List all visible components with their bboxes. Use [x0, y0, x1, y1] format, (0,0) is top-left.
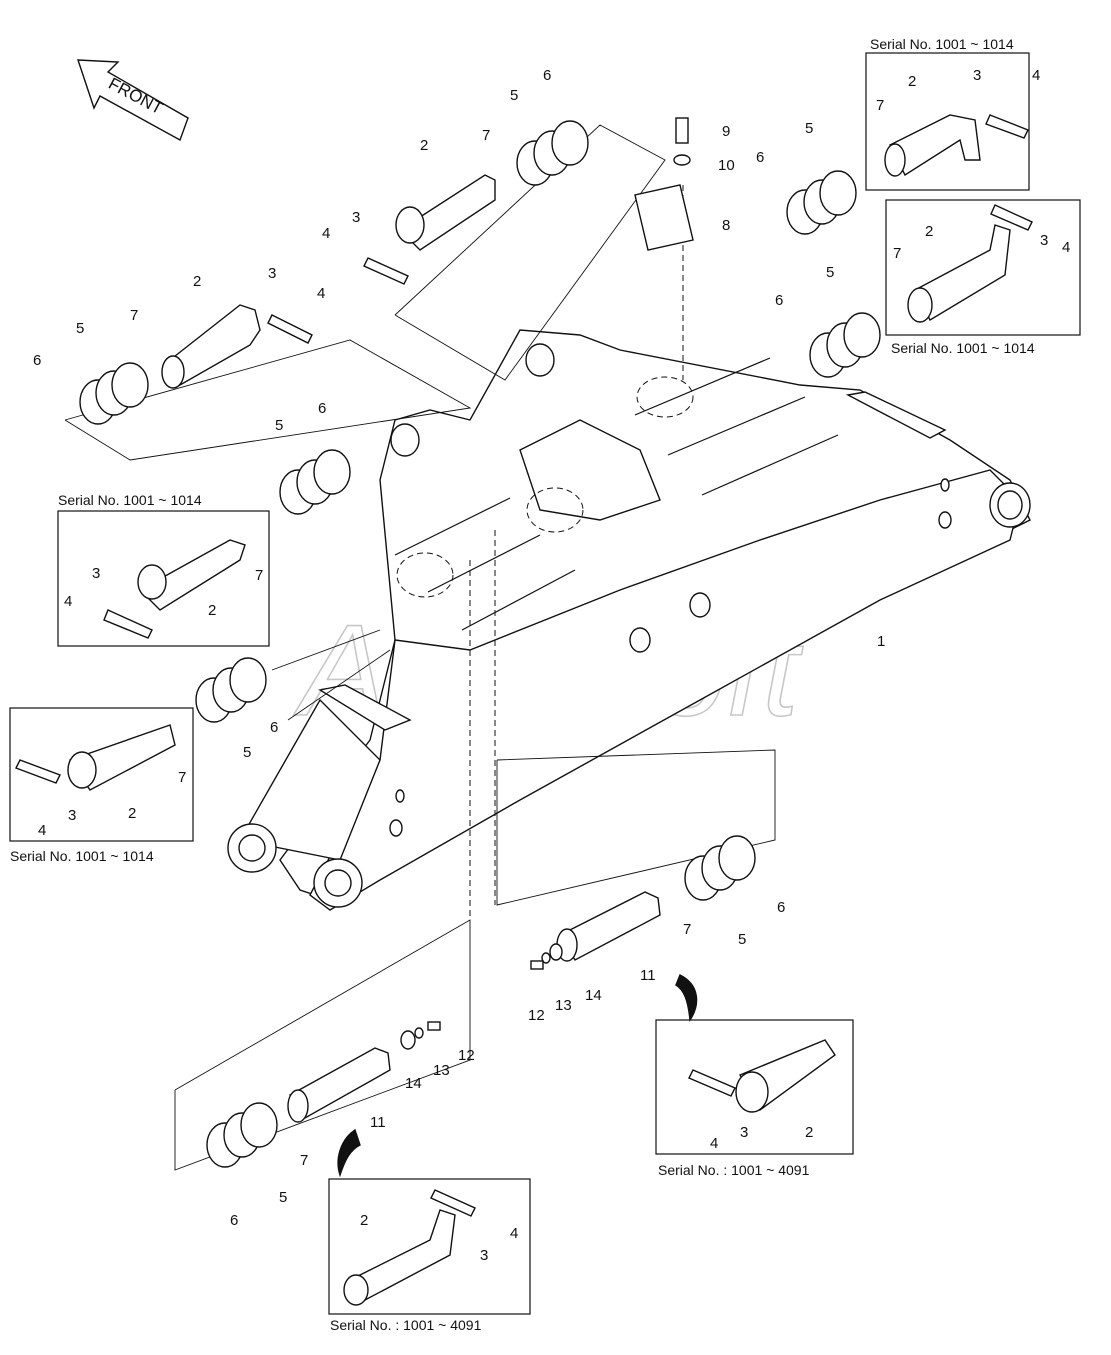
svg-text:14: 14 [405, 1075, 422, 1092]
svg-text:3: 3 [92, 565, 100, 582]
svg-text:3: 3 [740, 1124, 748, 1141]
svg-text:Serial No. 1001 ~ 1014: Serial No. 1001 ~ 1014 [58, 492, 202, 508]
pin-assembly-bottom-right: 11 12 13 14 7 5 6 [528, 835, 785, 1024]
part-label-1: 1 [877, 633, 885, 650]
svg-text:3: 3 [973, 67, 981, 84]
svg-text:2: 2 [360, 1212, 368, 1229]
svg-text:2: 2 [208, 602, 216, 619]
svg-text:7: 7 [300, 1152, 308, 1169]
svg-text:7: 7 [876, 97, 884, 114]
pin-assembly-upper-center: 2 3 4 5 6 7 [322, 67, 589, 285]
svg-text:14: 14 [585, 987, 602, 1004]
serial-box-left-middle: Serial No. 1001 ~ 1014 2 3 4 7 [57, 492, 270, 647]
svg-text:6: 6 [756, 149, 764, 166]
svg-text:2: 2 [805, 1124, 813, 1141]
svg-text:3: 3 [352, 209, 360, 226]
svg-text:5: 5 [275, 417, 283, 434]
svg-text:11: 11 [640, 967, 656, 984]
svg-text:13: 13 [433, 1062, 450, 1079]
svg-text:5: 5 [279, 1189, 287, 1206]
plate-and-bolt: 9 10 8 [634, 117, 735, 251]
svg-text:7: 7 [130, 307, 138, 324]
svg-text:12: 12 [528, 1007, 545, 1024]
svg-text:2: 2 [128, 805, 136, 822]
svg-text:2: 2 [908, 73, 916, 90]
serial-box-bottom-right: Serial No. : 1001 ~ 4091 2 3 4 [655, 1019, 854, 1178]
svg-text:6: 6 [318, 400, 326, 417]
projection-lines [64, 124, 776, 1171]
svg-text:5: 5 [805, 120, 813, 137]
svg-text:3: 3 [68, 807, 76, 824]
svg-text:6: 6 [543, 67, 551, 84]
svg-text:Serial No. 1001 ~ 1014: Serial No. 1001 ~ 1014 [870, 36, 1014, 52]
rings-middle-left: 5 6 5 6 [195, 400, 351, 761]
svg-text:4: 4 [1062, 239, 1070, 256]
arm-frame [227, 185, 1031, 920]
svg-text:13: 13 [555, 997, 572, 1014]
svg-text:3: 3 [480, 1247, 488, 1264]
svg-text:5: 5 [510, 87, 518, 104]
svg-text:6: 6 [33, 352, 41, 369]
svg-text:6: 6 [230, 1212, 238, 1229]
svg-text:8: 8 [722, 217, 730, 234]
svg-text:4: 4 [1032, 67, 1040, 84]
serial-box-top-right: Serial No. 1001 ~ 1014 2 3 4 7 [865, 36, 1040, 191]
svg-text:7: 7 [893, 245, 901, 262]
svg-text:3: 3 [268, 265, 276, 282]
svg-text:11: 11 [370, 1114, 386, 1131]
svg-text:7: 7 [482, 127, 490, 144]
svg-text:4: 4 [38, 822, 46, 839]
svg-text:5: 5 [826, 264, 834, 281]
svg-text:2: 2 [925, 223, 933, 240]
svg-text:12: 12 [458, 1047, 475, 1064]
svg-text:6: 6 [775, 292, 783, 309]
serial-box-bottom-center: Serial No. : 1001 ~ 4091 2 3 4 [328, 1178, 531, 1333]
svg-text:Serial No. 1001 ~ 1014: Serial No. 1001 ~ 1014 [10, 848, 154, 864]
svg-text:9: 9 [722, 123, 730, 140]
svg-text:6: 6 [777, 899, 785, 916]
svg-text:Serial No. 1001 ~ 1014: Serial No. 1001 ~ 1014 [891, 340, 1035, 356]
pin-assembly-upper-left: 2 3 4 5 6 7 [33, 265, 325, 425]
svg-text:5: 5 [76, 320, 84, 337]
svg-text:2: 2 [420, 137, 428, 154]
svg-text:10: 10 [718, 157, 735, 174]
svg-text:5: 5 [738, 931, 746, 948]
svg-text:5: 5 [243, 744, 251, 761]
svg-text:Serial No. : 1001 ~ 4091: Serial No. : 1001 ~ 4091 [658, 1162, 810, 1178]
svg-text:6: 6 [270, 719, 278, 736]
svg-text:3: 3 [1040, 232, 1048, 249]
svg-text:Serial No. : 1001 ~ 4091: Serial No. : 1001 ~ 4091 [330, 1317, 482, 1333]
svg-text:4: 4 [322, 225, 330, 242]
front-arrow: FRONT [77, 59, 189, 142]
svg-text:2: 2 [193, 273, 201, 290]
svg-text:4: 4 [64, 593, 72, 610]
svg-text:7: 7 [683, 921, 691, 938]
pin-assembly-bottom-left: 11 12 13 14 7 5 6 [206, 1021, 475, 1229]
rings-right: 5 6 5 6 [756, 120, 881, 378]
svg-text:7: 7 [178, 769, 186, 786]
svg-text:4: 4 [710, 1135, 718, 1152]
serial-box-right: Serial No. 1001 ~ 1014 2 3 4 7 [885, 199, 1081, 356]
serial-box-left-lower: Serial No. 1001 ~ 1014 2 3 4 7 [9, 707, 194, 864]
svg-text:4: 4 [510, 1225, 518, 1242]
svg-text:7: 7 [255, 567, 263, 584]
svg-text:4: 4 [317, 285, 325, 302]
